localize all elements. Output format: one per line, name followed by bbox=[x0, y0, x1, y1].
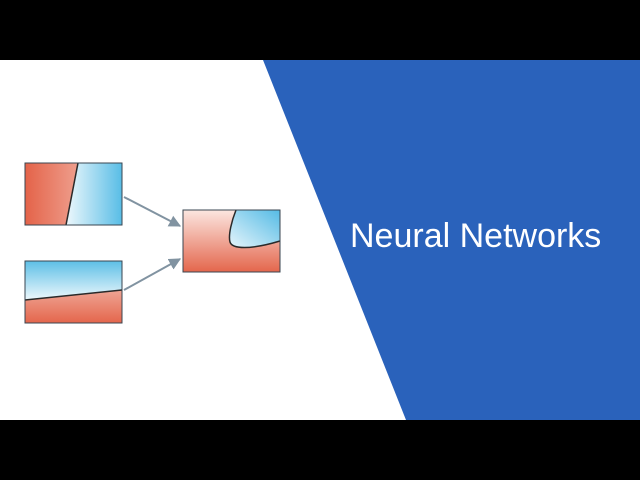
slide-title: Neural Networks bbox=[350, 217, 602, 255]
edge-arrow-b-to-output bbox=[123, 258, 182, 291]
output-node bbox=[182, 209, 281, 273]
letterbox-top bbox=[0, 0, 640, 60]
input-node-a bbox=[24, 162, 123, 226]
input-node-b bbox=[24, 260, 123, 324]
slide bbox=[0, 60, 640, 420]
accent-panel bbox=[263, 60, 640, 420]
letterbox-bottom bbox=[0, 420, 640, 480]
edge-arrow-a-to-output bbox=[123, 196, 182, 227]
